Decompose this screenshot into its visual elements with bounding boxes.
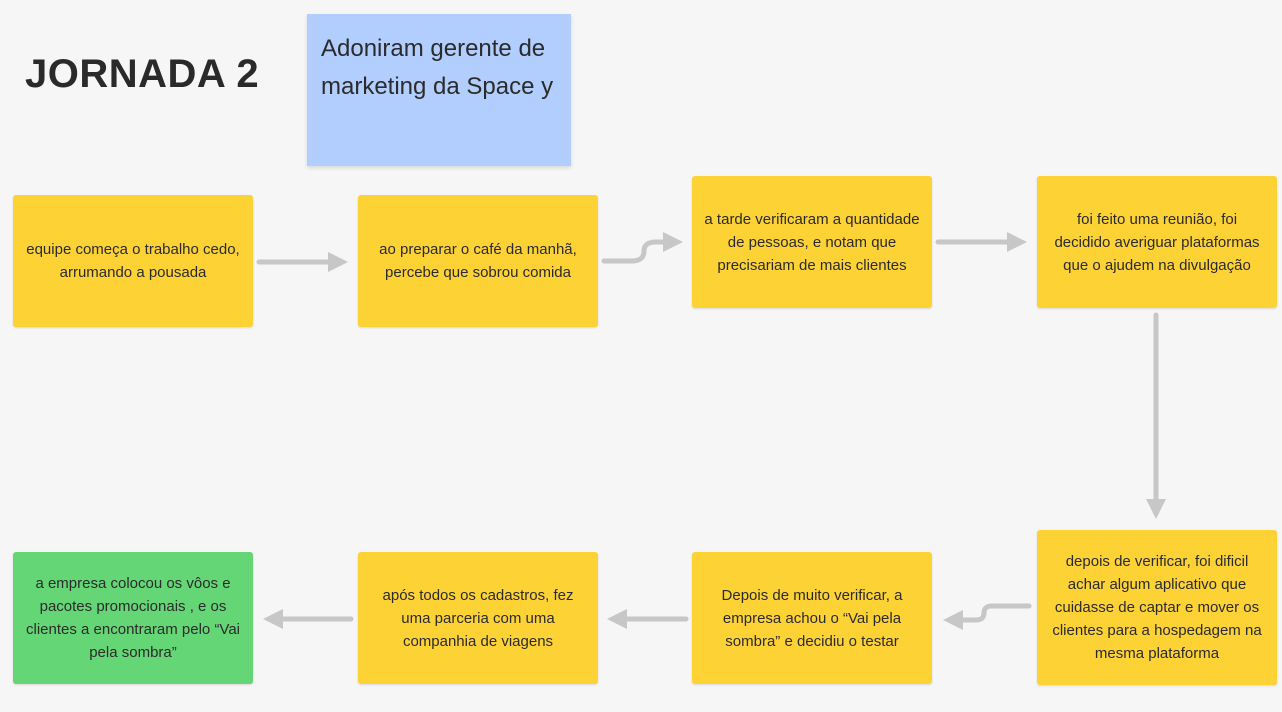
step-1-note[interactable]: equipe começa o trabalho cedo, arrumando…: [13, 195, 253, 327]
step-3-note[interactable]: a tarde verificaram a quantidade de pess…: [692, 176, 932, 308]
step-6-note[interactable]: Depois de muito verificar, a empresa ach…: [692, 552, 932, 684]
step-5-note[interactable]: depois de verificar, foi dificil achar a…: [1037, 530, 1277, 685]
page-title: JORNADA 2: [25, 52, 260, 96]
step-8-note[interactable]: a empresa colocou os vôos e pacotes prom…: [13, 552, 253, 684]
persona-sticky-note[interactable]: Adoniram gerente de marketing da Space y: [307, 14, 571, 166]
step-2-note[interactable]: ao preparar o café da manhã, percebe que…: [358, 195, 598, 327]
step-7-note[interactable]: após todos os cadastros, fez uma parceri…: [358, 552, 598, 684]
step-4-note[interactable]: foi feito uma reunião, foi decidido aver…: [1037, 176, 1277, 308]
arrow-2-to-3: [601, 232, 684, 264]
arrow-5-to-6: [942, 603, 1032, 630]
